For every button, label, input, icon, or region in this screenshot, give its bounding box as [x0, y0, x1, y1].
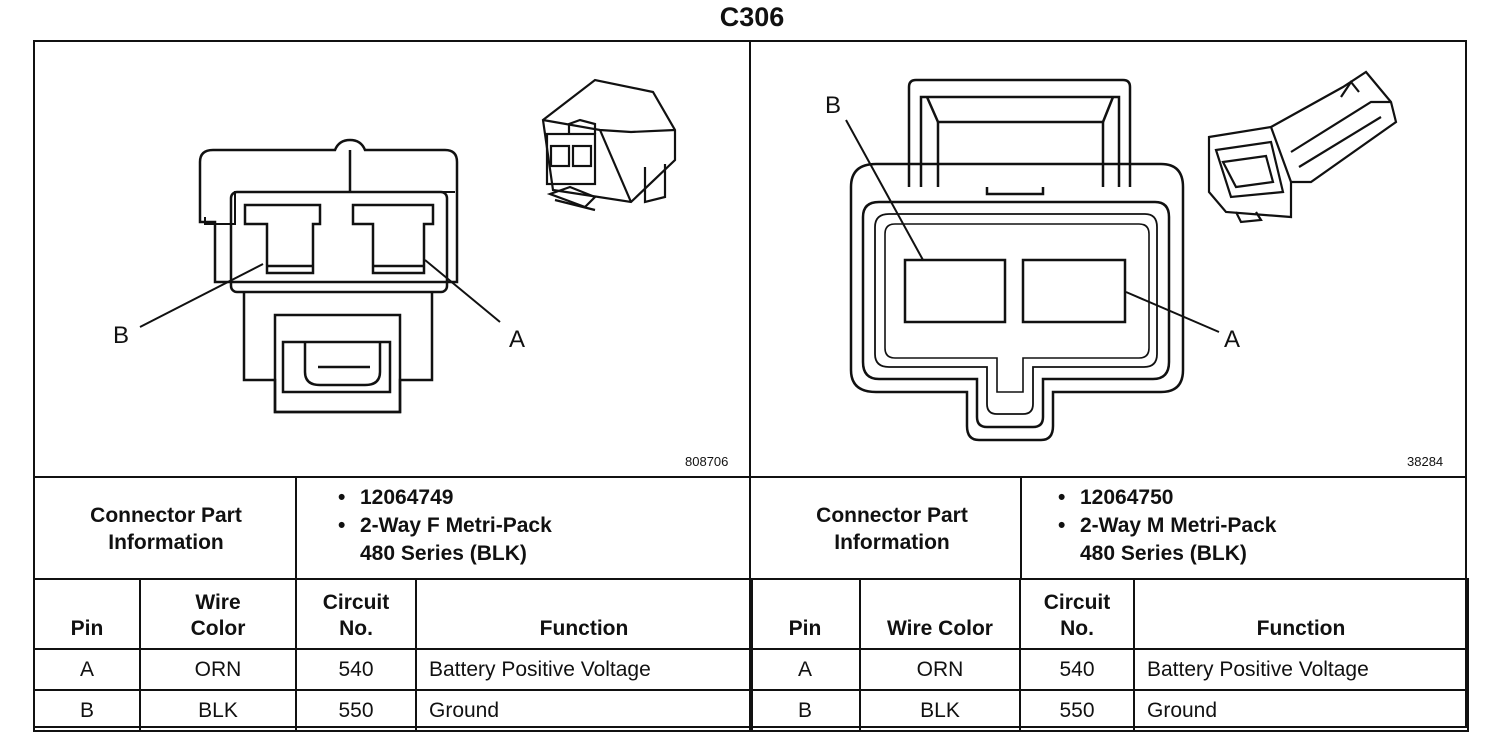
pin-cell: B	[749, 689, 861, 732]
connector-part-info-label: Connector Part Information	[816, 504, 968, 554]
wire-color-cell: BLK	[859, 689, 1021, 732]
circuit-header: Circuit No.	[1019, 578, 1135, 650]
pin-header: Pin	[749, 578, 861, 650]
table-row: A ORN 540 Battery Positive Voltage	[749, 648, 1469, 691]
part-number-bullet: •12064749 •2-Way F Metri-Pack 480 Series…	[338, 486, 552, 565]
table-row: A ORN 540 Battery Positive Voltage	[33, 648, 753, 691]
left-pin-table: Pin Wire Color Circuit No. Function A OR…	[33, 578, 753, 732]
connector-part-info-label: Connector Part Information	[90, 504, 242, 554]
wire-color-header: Wire Color	[859, 578, 1021, 650]
circuit-cell: 550	[1019, 689, 1135, 732]
pin-cell: B	[33, 689, 141, 732]
left-connector-panel: B A 808706	[35, 42, 749, 476]
pin-cell: A	[33, 648, 141, 691]
function-cell: Ground	[1133, 689, 1469, 732]
circuit-cell: 540	[1019, 648, 1135, 691]
diagram-title: C306	[719, 2, 785, 32]
table-row: B BLK 550 Ground	[749, 689, 1469, 732]
image-code: 808706	[685, 454, 729, 469]
function-cell: Battery Positive Voltage	[415, 648, 753, 691]
circuit-cell: 540	[295, 648, 417, 691]
info-divider	[295, 476, 297, 578]
wire-color-cell: BLK	[139, 689, 297, 732]
pin-header: Pin	[33, 578, 141, 650]
panel-divider	[749, 40, 751, 477]
part-number: 12064750	[1080, 486, 1174, 509]
image-code: 38284	[1407, 454, 1444, 469]
male-connector-face-drawing	[845, 70, 1398, 442]
function-header: Function	[415, 578, 753, 650]
description-line1: 2-Way M Metri-Pack	[1080, 514, 1277, 537]
description-line2: 480 Series (BLK)	[360, 542, 527, 565]
circuit-header: Circuit No.	[295, 578, 417, 650]
function-header: Function	[1133, 578, 1469, 650]
wire-color-cell: ORN	[139, 648, 297, 691]
description-line1: 2-Way F Metri-Pack	[360, 514, 552, 537]
info-divider	[1020, 476, 1022, 578]
function-cell: Battery Positive Voltage	[1133, 648, 1469, 691]
female-connector-face-drawing	[139, 78, 677, 414]
wire-color-header: Wire Color	[139, 578, 297, 650]
circuit-cell: 550	[295, 689, 417, 732]
callout-a-label: A	[1224, 326, 1241, 353]
function-cell: Ground	[415, 689, 753, 732]
right-pin-table: Pin Wire Color Circuit No. Function A OR…	[749, 578, 1469, 732]
right-connector-panel: B A 38284	[751, 42, 1465, 476]
info-divider	[749, 476, 751, 578]
description-line2: 480 Series (BLK)	[1080, 542, 1247, 565]
wire-color-cell: ORN	[859, 648, 1021, 691]
callout-b-label: B	[113, 322, 130, 349]
part-number: 12064749	[360, 486, 454, 509]
callout-b-label: B	[825, 92, 842, 119]
part-number-bullet: •12064750 •2-Way M Metri-Pack 480 Series…	[1058, 486, 1277, 565]
callout-a-label: A	[509, 326, 526, 353]
pin-cell: A	[749, 648, 861, 691]
table-row: B BLK 550 Ground	[33, 689, 753, 732]
